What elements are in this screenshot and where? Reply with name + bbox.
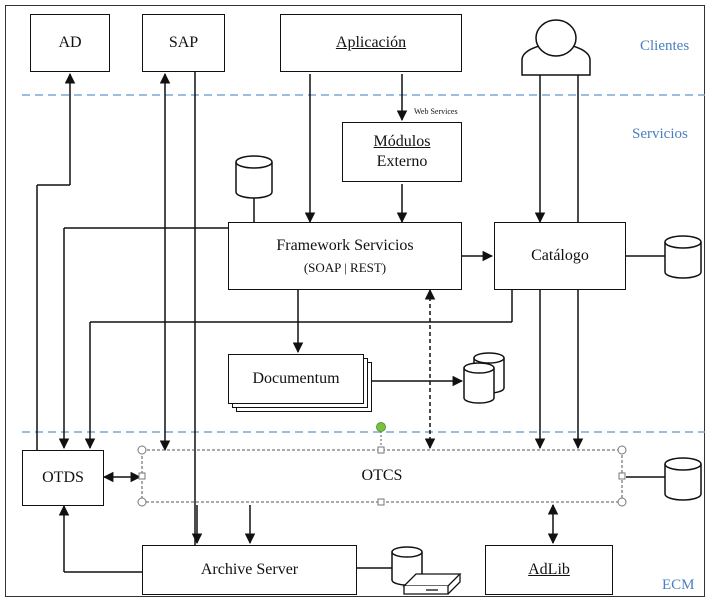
node-framework-label-2: (SOAP | REST) [303,259,387,275]
node-adlib-label: AdLib [528,561,570,578]
database-stack-icon-documentum [463,352,505,404]
node-aplicacion-label: Aplicación [335,34,407,51]
diagram-frame [5,5,705,597]
node-archive-server-label: Archive Server [200,561,299,578]
node-otds[interactable]: OTDS [22,450,104,506]
node-framework-servicios[interactable]: Framework Servicios (SOAP | REST) [228,222,462,290]
zone-label-clientes: Clientes [640,38,690,54]
client-user-icon [521,19,591,76]
zone-label-ecm: ECM [662,577,695,593]
node-documentum[interactable]: Documentum [228,354,364,404]
node-otds-label: OTDS [42,469,84,486]
node-modulos-externo[interactable]: Módulos Externo [342,122,462,182]
node-ad[interactable]: AD [30,14,110,72]
node-otcs[interactable]: OTCS [142,450,622,502]
storage-device-icon [402,573,462,595]
node-catalogo-label: Catálogo [531,247,589,264]
node-modulos-label-2: Externo [376,153,428,170]
node-documentum-label: Documentum [252,370,340,387]
node-modulos-label-1: Módulos [373,133,431,150]
database-icon-otcs [664,457,702,501]
database-icon-framework [235,155,273,199]
node-ad-label: AD [58,34,82,51]
web-services-label: Web Services [414,107,458,116]
node-aplicacion[interactable]: Aplicación [280,14,462,72]
node-adlib[interactable]: AdLib [485,545,613,595]
selection-handles [137,445,627,507]
node-archive-server[interactable]: Archive Server [142,545,357,595]
node-otcs-label: OTCS [361,467,403,484]
rotation-handle [376,422,386,432]
database-icon-catalogo [664,235,702,279]
node-sap-label: SAP [168,34,199,51]
node-catalogo[interactable]: Catálogo [494,222,626,290]
node-sap[interactable]: SAP [142,14,225,72]
node-framework-label-1: Framework Servicios [276,236,414,254]
zone-label-servicios: Servicios [632,126,688,142]
